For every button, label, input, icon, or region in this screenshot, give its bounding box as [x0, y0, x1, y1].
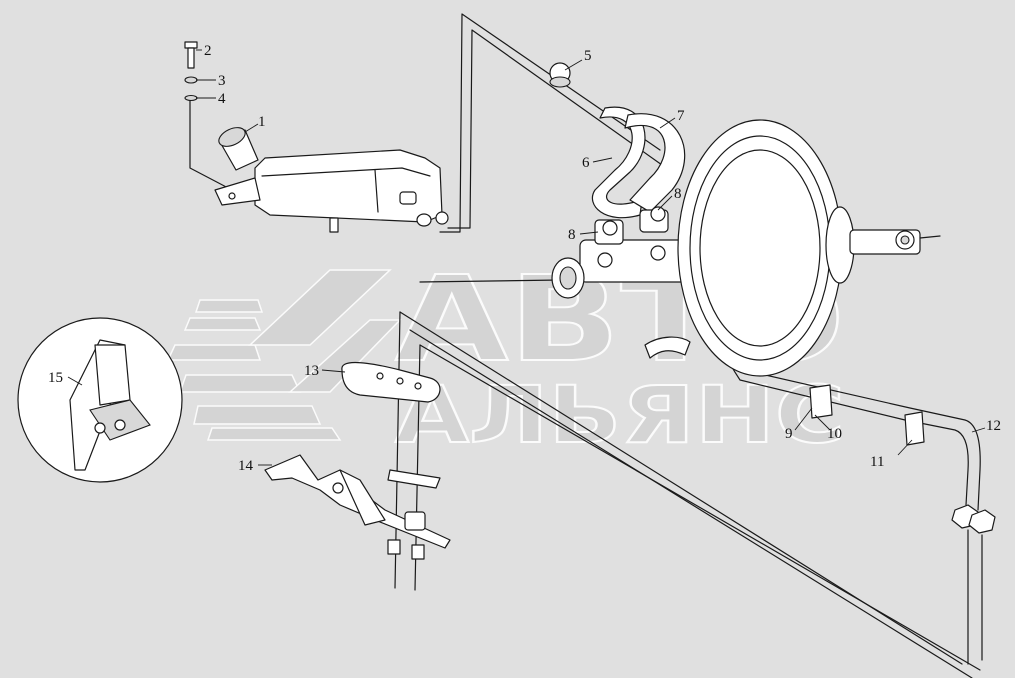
callout-3: 3	[218, 73, 226, 89]
detail-view-15	[17, 317, 183, 483]
clip-11	[904, 411, 925, 446]
bolt-stack	[184, 41, 198, 102]
callout-5: 5	[584, 48, 592, 64]
callout-6: 6	[582, 155, 590, 171]
union-nut-2	[968, 509, 996, 534]
callout-4: 4	[218, 91, 226, 107]
callout-11: 11	[870, 454, 884, 470]
leader-lines	[67, 49, 986, 466]
callout-13: 13	[304, 363, 319, 379]
callout-labels: 2 3 4 1 5 6 7 8 8 9 10 11 12 13 14 15	[48, 43, 1001, 474]
mounting-plate	[341, 361, 441, 403]
callout-10: 10	[827, 426, 842, 442]
fluid-reservoir	[214, 127, 449, 233]
brake-booster	[677, 119, 941, 377]
callout-9: 9	[785, 426, 793, 442]
callout-2: 2	[204, 43, 212, 59]
vacuum-hose-fitting	[644, 336, 691, 359]
pipe-clips	[809, 384, 925, 446]
washer-4	[184, 94, 198, 102]
callout-12: 12	[986, 418, 1001, 434]
booster-body	[677, 119, 843, 377]
bolt-head	[184, 41, 198, 49]
callout-14: 14	[238, 458, 254, 474]
clip-9	[809, 384, 833, 419]
support-bracket	[264, 454, 451, 560]
callout-8-upper: 8	[674, 186, 682, 202]
callout-8-lower: 8	[568, 227, 576, 243]
callout-1: 1	[258, 114, 266, 130]
hose-clamp	[549, 62, 571, 88]
line-nut-2	[650, 245, 666, 261]
washer-3	[184, 76, 198, 84]
reservoir-bracket	[214, 177, 261, 206]
callout-7: 7	[677, 108, 685, 124]
bolt-shank	[187, 47, 195, 69]
reservoir-hoses	[591, 106, 686, 219]
line-nut-1	[597, 252, 613, 268]
watermark-logo	[166, 269, 402, 441]
reservoir-cap	[218, 127, 246, 147]
union-nuts	[951, 504, 996, 534]
watermark-line2: АЛЬЯНС	[395, 371, 845, 461]
callout-15: 15	[48, 370, 63, 386]
